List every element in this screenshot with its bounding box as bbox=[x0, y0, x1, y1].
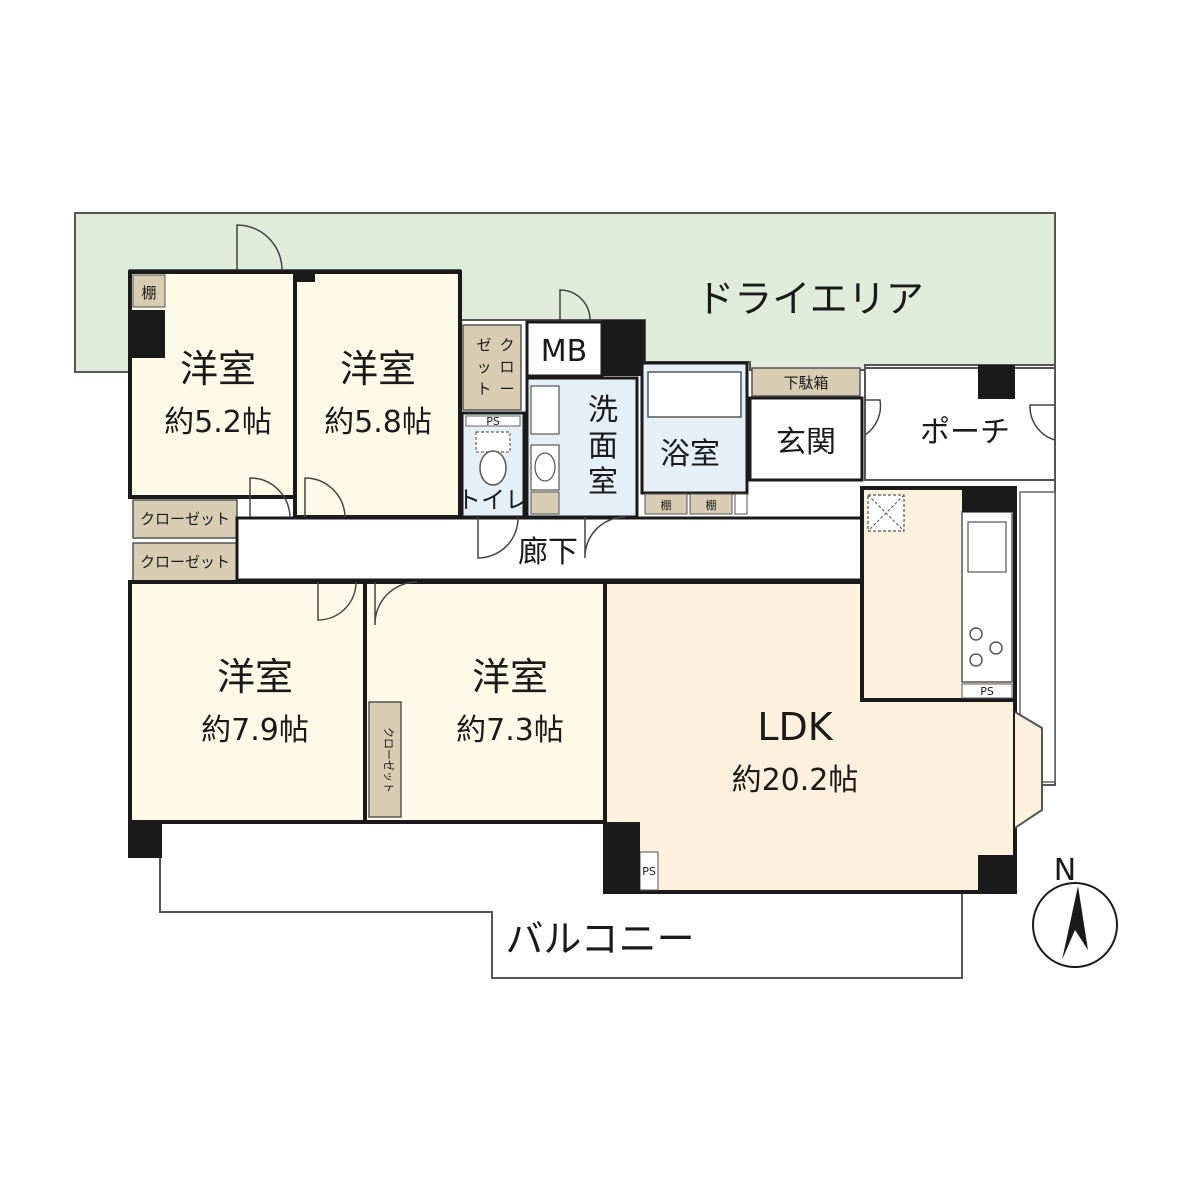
room-name: 洋室 bbox=[180, 347, 256, 391]
closet-col: ゼ bbox=[476, 336, 491, 354]
ps-label: PS bbox=[642, 865, 656, 878]
mb: MB bbox=[525, 320, 645, 378]
porch-box bbox=[864, 367, 1056, 481]
ps-label: PS bbox=[486, 415, 500, 428]
shelf-label: 棚 bbox=[141, 284, 156, 302]
closet-upper: クローゼット bbox=[132, 499, 238, 539]
toilet: PS トイレ bbox=[457, 411, 529, 519]
bedroom-3: 洋室 約7.9帖 bbox=[128, 580, 367, 824]
room-size: 約7.9帖 bbox=[201, 713, 309, 748]
doors bbox=[236, 224, 1056, 626]
balcony-label: バルコニー bbox=[505, 917, 694, 961]
closet-col: ッ bbox=[476, 358, 491, 376]
ps-ldk: PS bbox=[639, 851, 659, 891]
balcony: バルコニー bbox=[159, 821, 963, 979]
bath-shelves: 棚 棚 bbox=[644, 493, 748, 515]
closet-label: クローゼット bbox=[140, 553, 230, 571]
closet-label: クローゼット bbox=[382, 727, 395, 793]
toilet-label: トイレ bbox=[457, 486, 529, 514]
shelf-label: 棚 bbox=[661, 498, 672, 512]
closet-small: ゼ ッ ト ク ロ ー bbox=[462, 324, 522, 411]
washroom-char: 室 bbox=[588, 465, 618, 500]
bedroom-2: 洋室 約5.8帖 bbox=[293, 270, 462, 519]
shoe-box: 下駄箱 bbox=[751, 367, 861, 397]
room-name: 洋室 bbox=[217, 655, 293, 699]
washroom-char: 面 bbox=[588, 429, 618, 464]
closet-label: クローゼット bbox=[140, 510, 230, 528]
closet-col: ク bbox=[499, 336, 514, 354]
closet-col: ト bbox=[476, 380, 491, 398]
north-indicator: N bbox=[1032, 853, 1118, 968]
room-name: 洋室 bbox=[472, 655, 548, 699]
closet-vertical: クローゼット bbox=[368, 701, 402, 818]
room-name: LDK bbox=[757, 705, 833, 749]
washroom: 洗 面 室 bbox=[525, 376, 639, 519]
genkan: 玄関 bbox=[748, 396, 864, 482]
closet-lower: クローゼット bbox=[132, 542, 238, 582]
pillars bbox=[128, 270, 1015, 892]
room-size: 約7.3帖 bbox=[456, 713, 564, 748]
genkan-label: 玄関 bbox=[776, 425, 836, 460]
porch-label: ポーチ bbox=[920, 415, 1010, 450]
ps-label: PS bbox=[980, 685, 994, 698]
closet-col: ー bbox=[499, 380, 514, 398]
bedroom-1: 洋室 約5.2帖 bbox=[128, 270, 297, 499]
shelf-label: 棚 bbox=[706, 498, 717, 512]
room-size: 約5.2帖 bbox=[164, 405, 272, 440]
room-size: 約20.2帖 bbox=[732, 763, 859, 798]
bath: 浴室 bbox=[640, 361, 749, 495]
corridor: 廊下 bbox=[235, 516, 867, 582]
north-icon: N bbox=[1054, 853, 1076, 888]
room-name: 洋室 bbox=[340, 347, 416, 391]
shoe-box-label: 下駄箱 bbox=[783, 374, 828, 392]
room-size: 約5.8帖 bbox=[324, 405, 432, 440]
bath-label: 浴室 bbox=[660, 437, 720, 472]
kitchen: PS bbox=[860, 486, 1017, 702]
dry-area-label: ドライエリア bbox=[696, 277, 924, 321]
corridor-label: 廊下 bbox=[518, 535, 578, 570]
closet-col: ロ bbox=[499, 358, 514, 376]
shelf: 棚 bbox=[132, 274, 166, 308]
washroom-char: 洗 bbox=[588, 393, 618, 428]
mb-label: MB bbox=[541, 334, 587, 369]
bedroom-4: 洋室 約7.3帖 bbox=[363, 580, 607, 824]
